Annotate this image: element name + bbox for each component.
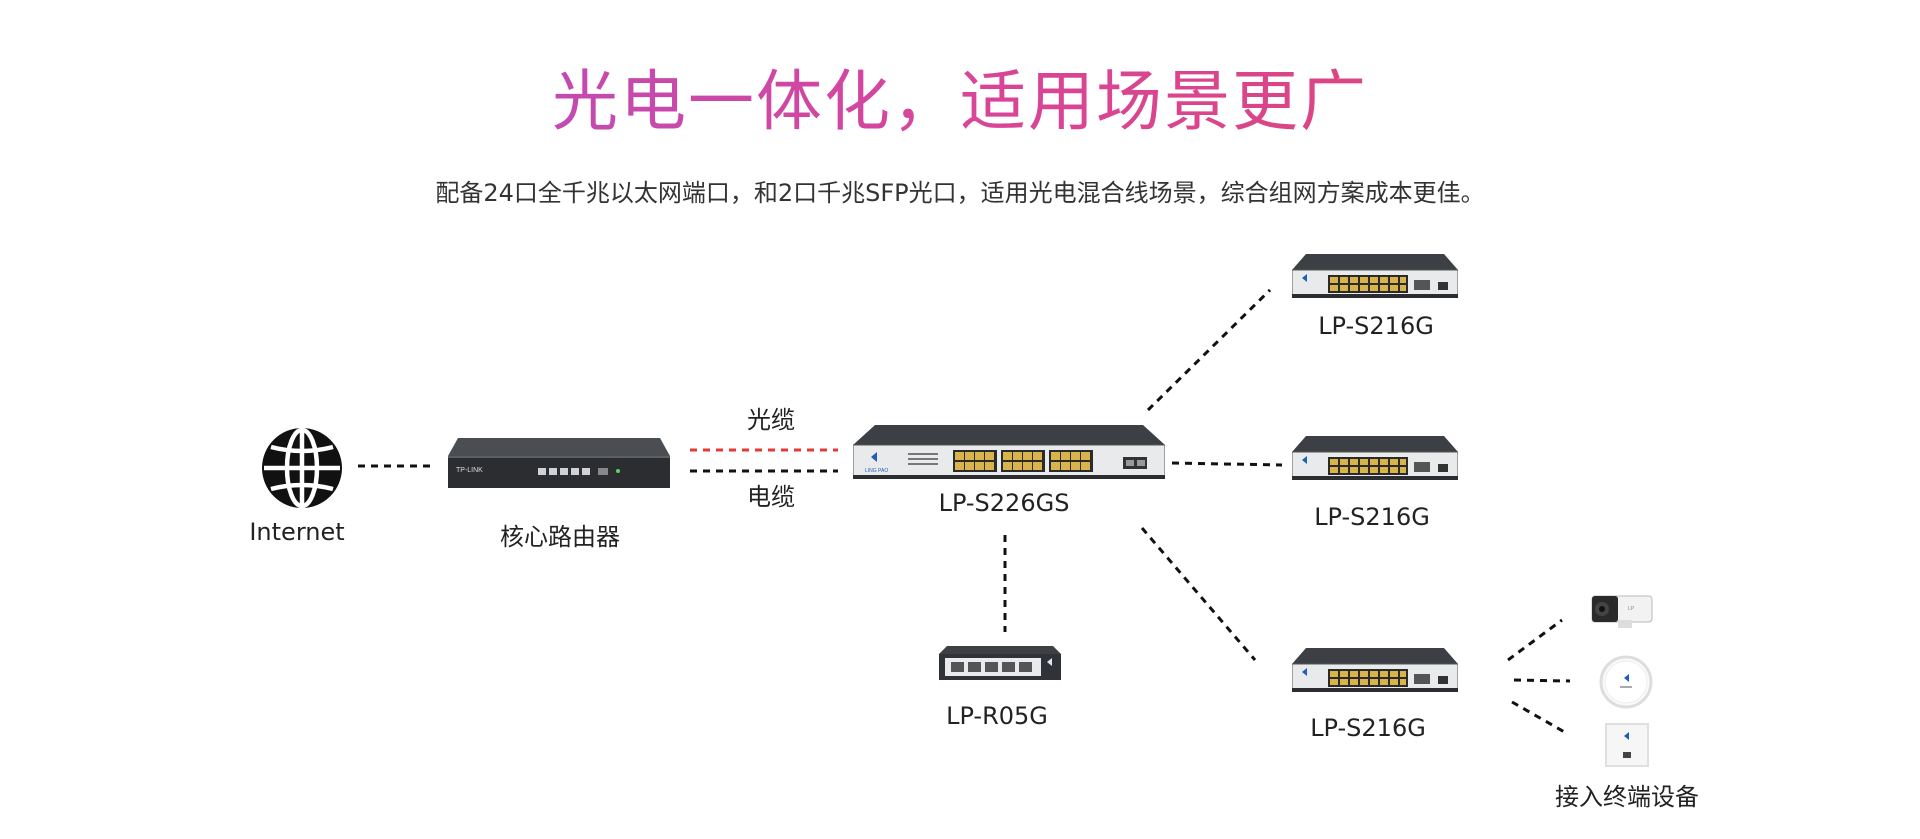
page-subtitle: 配备24口全千兆以太网端口，和2口千兆SFP光口，适用光电混合线场景，综合组网方… — [435, 179, 1485, 207]
link-core-mid — [1171, 461, 1283, 467]
camera-icon: LP — [1591, 595, 1653, 628]
switch-mid-label: LP-S216G — [1314, 503, 1430, 531]
switch-bottom-device — [1292, 648, 1458, 692]
access-point-icon — [1599, 655, 1653, 709]
link-terminal-ap — [1513, 678, 1571, 683]
fiber-label: 光缆 — [747, 406, 795, 434]
svg-text:LING PAO: LING PAO — [865, 468, 888, 474]
router-brand: TP-LINK — [456, 467, 483, 474]
switch-top-label: LP-S216G — [1318, 312, 1434, 340]
wall-panel-icon — [1605, 723, 1649, 767]
switch-bottom-label: LP-S216G — [1310, 714, 1426, 742]
link-core-bottom — [1140, 527, 1257, 661]
link-terminal-camera — [1507, 618, 1563, 662]
link-core-top — [1146, 288, 1272, 412]
core-switch-label: LP-S226GS — [938, 489, 1070, 517]
internet-label: Internet — [249, 518, 345, 546]
router-label: 核心路由器 — [500, 523, 620, 551]
core-router-device: TP-LINK — [448, 438, 670, 488]
small-router-label: LP-R05G — [946, 702, 1048, 730]
switch-mid-device — [1292, 436, 1458, 480]
cable-label: 电缆 — [747, 483, 795, 511]
terminals-label: 接入终端设备 — [1555, 783, 1699, 811]
globe-icon — [262, 427, 342, 509]
link-terminal-panel — [1511, 700, 1569, 736]
core-switch-device: LING PAO — [853, 425, 1165, 479]
switch-top-device — [1292, 254, 1458, 298]
small-router-device — [939, 646, 1061, 680]
svg-text:LP: LP — [1628, 606, 1635, 612]
page-title: 光电一体化，适用场景更广 — [0, 62, 1920, 142]
